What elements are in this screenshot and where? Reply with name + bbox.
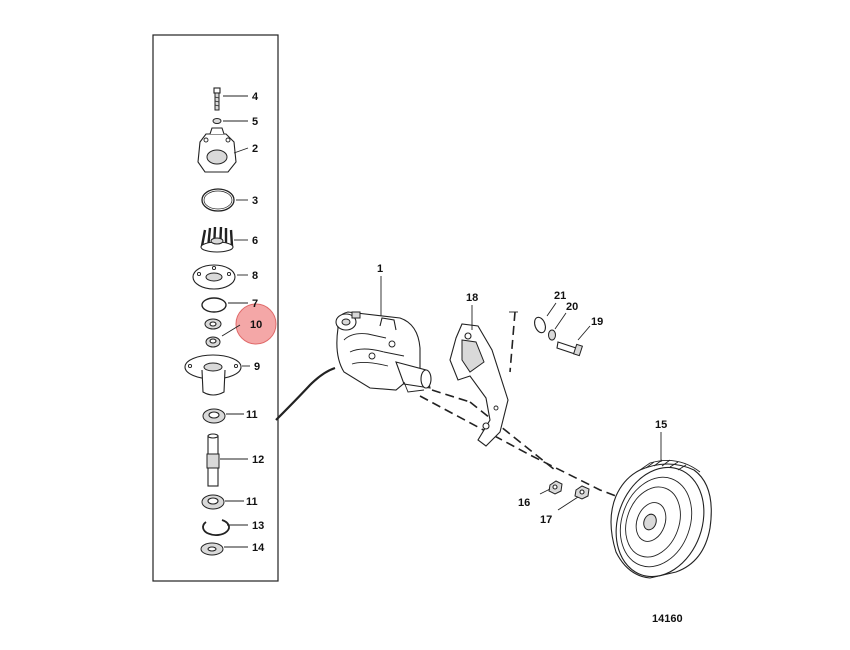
callout-4: 4 [252, 91, 259, 103]
assembly-connector-line [275, 366, 336, 421]
callout-13: 13 [252, 520, 264, 532]
callout-6: 6 [252, 235, 258, 247]
part-3-o-ring[interactable] [201, 188, 235, 212]
callout-20: 20 [566, 301, 578, 313]
part-2-pump-cover[interactable] [197, 127, 237, 173]
part-8-wear-plate[interactable] [192, 264, 236, 290]
leader-19 [577, 325, 591, 341]
callout-19: 19 [591, 316, 603, 328]
part-21-washer[interactable] [533, 316, 548, 334]
leader-16 [539, 488, 551, 495]
callout-12: 12 [252, 454, 264, 466]
exploded-view-frame [152, 34, 279, 582]
part-6-impeller[interactable] [200, 226, 234, 253]
part-17-nut[interactable] [574, 485, 590, 500]
part-12-shaft[interactable] [206, 433, 220, 487]
part-11-bearing-upper[interactable] [202, 408, 226, 424]
leader-10 [221, 324, 241, 337]
callout-5: 5 [252, 116, 258, 128]
part-4-screw[interactable] [213, 87, 221, 111]
callout-16: 16 [518, 497, 530, 509]
callout-11-lower: 11 [246, 496, 258, 508]
callout-8: 8 [252, 270, 258, 282]
leader-17 [557, 496, 579, 511]
callout-7: 7 [252, 298, 258, 310]
part-9-housing[interactable] [184, 354, 242, 396]
part-13-snap-ring[interactable] [202, 519, 230, 536]
callout-17: 17 [540, 514, 552, 526]
part-1-water-pump[interactable] [335, 311, 432, 393]
part-19-bolt[interactable] [556, 341, 584, 357]
callout-18: 18 [466, 292, 478, 304]
bracket-alignment-dash [509, 311, 516, 373]
callout-21: 21 [554, 290, 566, 302]
part-20-lock-washer[interactable] [548, 329, 556, 341]
part-7-gasket[interactable] [201, 297, 227, 313]
part-5-washer[interactable] [212, 118, 222, 124]
callout-10-highlight[interactable] [235, 303, 277, 345]
part-10-seal[interactable] [204, 318, 222, 348]
part-14-washer[interactable] [200, 542, 224, 556]
part-18-bracket[interactable] [449, 323, 509, 447]
callout-3: 3 [252, 195, 258, 207]
part-15-pulley[interactable] [601, 455, 718, 589]
callout-15: 15 [655, 419, 667, 431]
callout-9: 9 [254, 361, 260, 373]
figure-number: 14160 [652, 613, 683, 625]
leader-20 [554, 312, 567, 330]
callout-1: 1 [377, 263, 383, 275]
part-11-bearing-lower[interactable] [201, 494, 225, 510]
leader-21 [546, 302, 557, 317]
leader-2 [233, 147, 249, 154]
callout-14: 14 [252, 542, 265, 554]
callout-11-upper: 11 [246, 409, 258, 421]
callout-2: 2 [252, 143, 258, 155]
callout-10: 10 [250, 319, 262, 331]
shaft-centerline-upper [431, 389, 556, 471]
part-16-nut[interactable] [548, 480, 563, 495]
